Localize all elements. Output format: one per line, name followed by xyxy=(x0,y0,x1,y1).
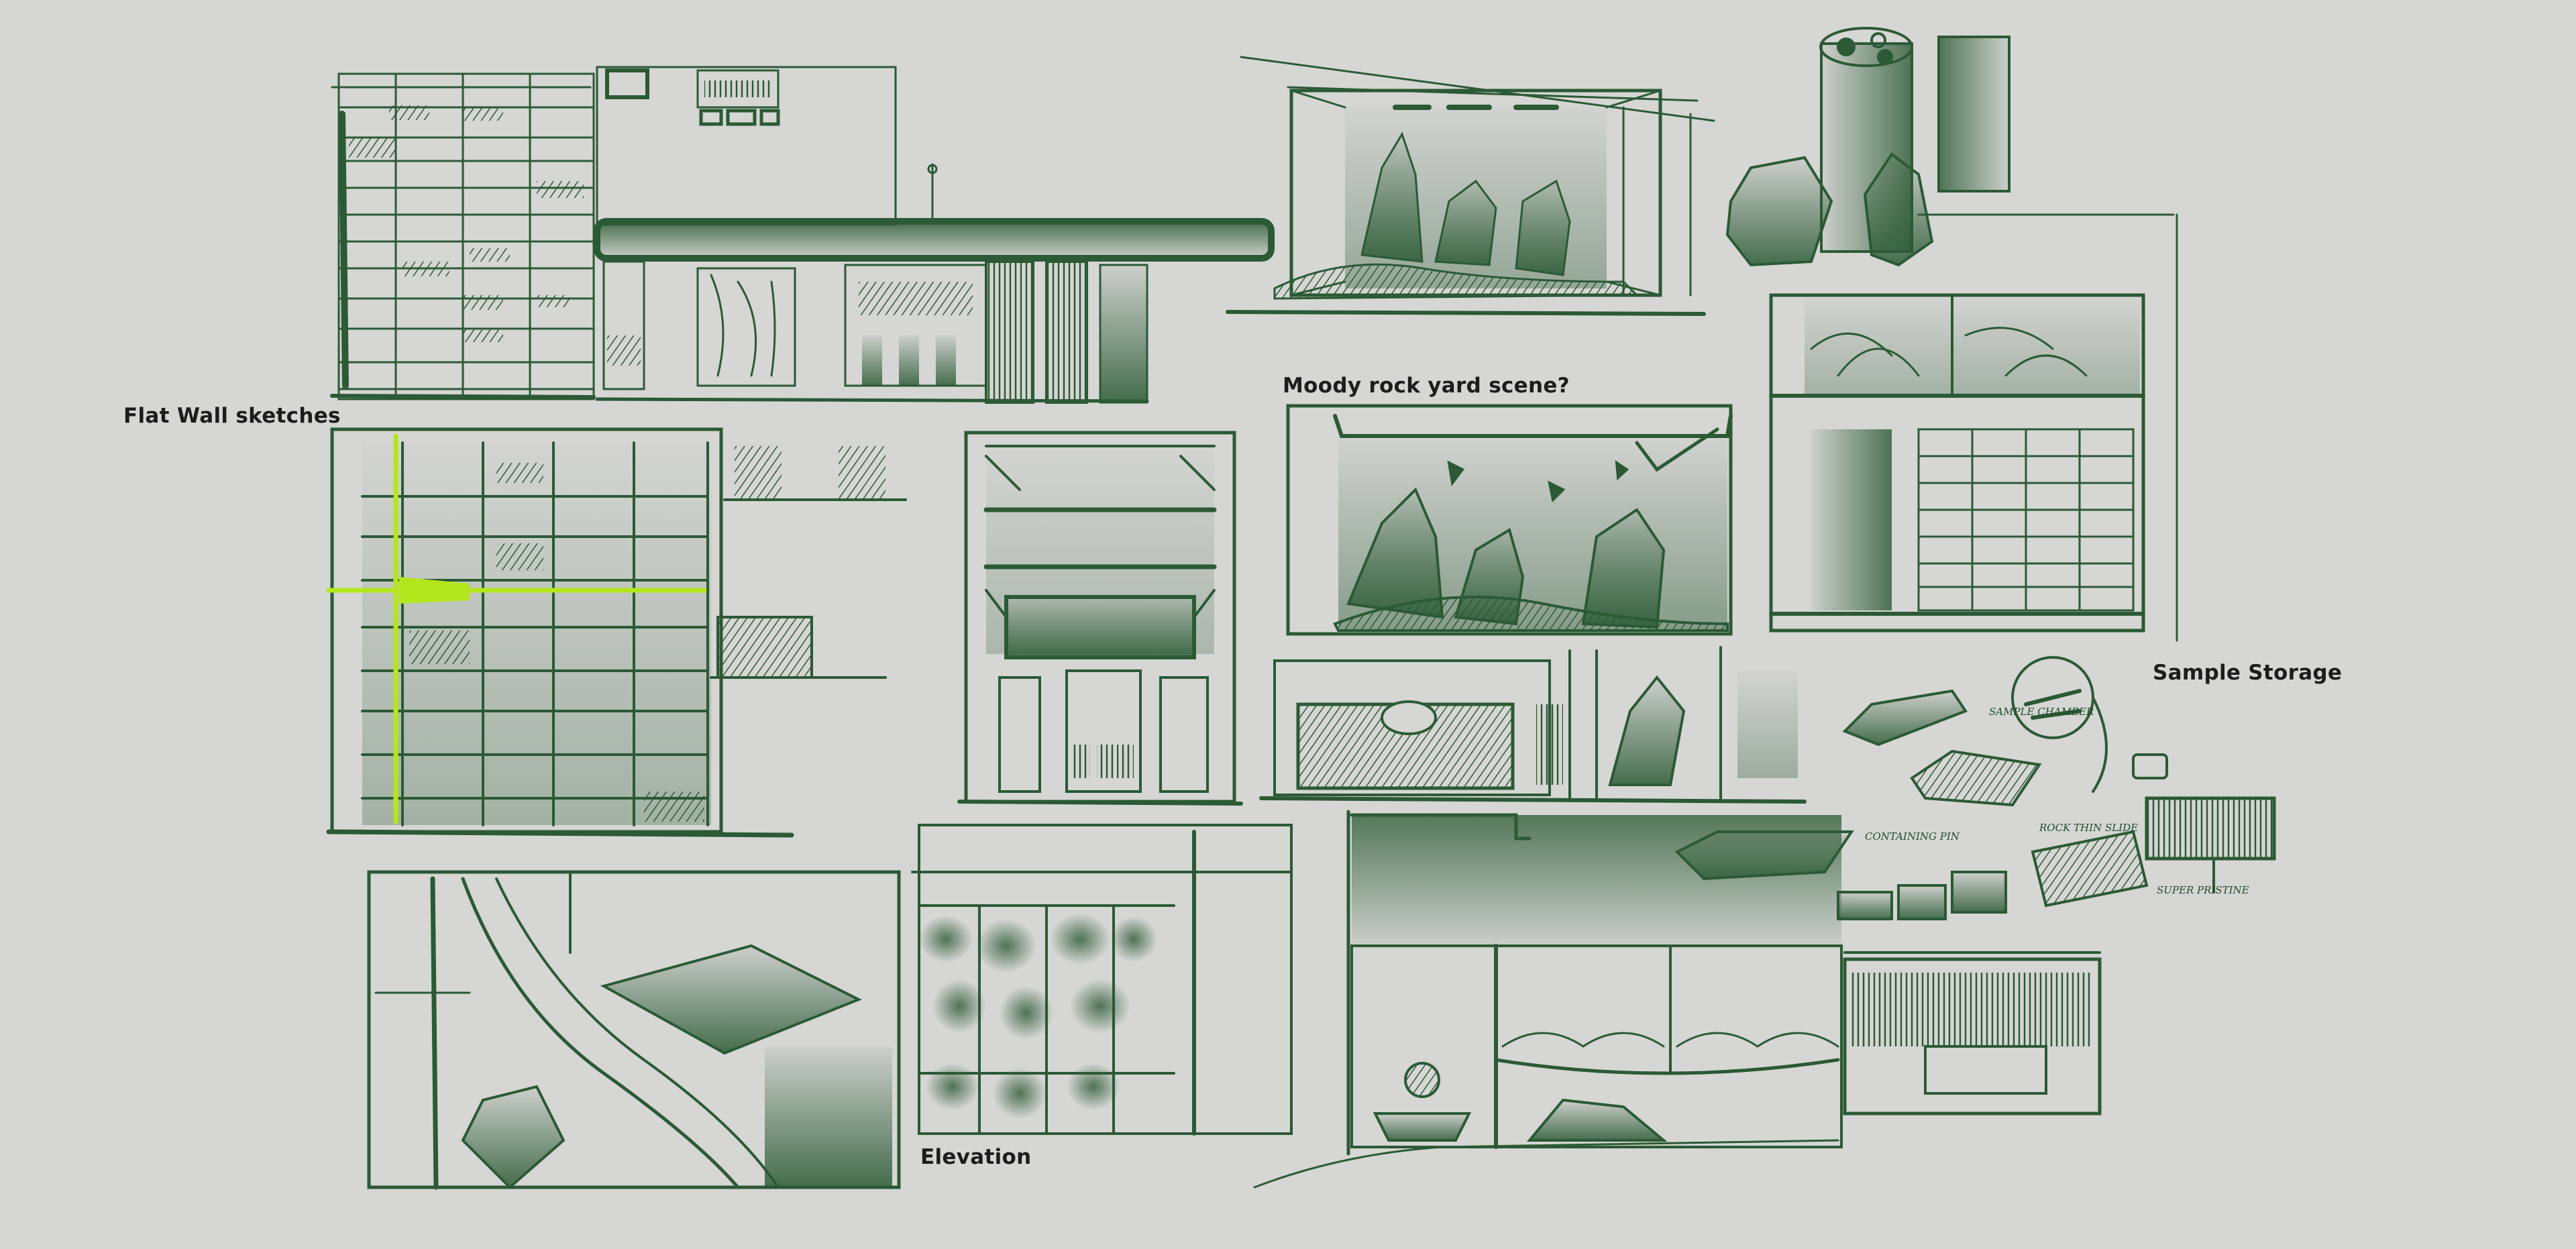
containing-pin-note: CONTAINING PIN xyxy=(1865,830,1960,843)
storage-cabinet-front-sketch xyxy=(957,431,1243,806)
elevation-sketch xyxy=(911,824,1293,1136)
rock-sample-tank-sketch xyxy=(1725,27,2178,642)
planted-wall-sketch xyxy=(1253,810,2102,1189)
moody-rock-yard-label: Moody rock yard scene? xyxy=(1283,374,1570,398)
flat-wall-shelving-sketch xyxy=(326,427,907,838)
elevation-label: Elevation xyxy=(920,1145,1032,1169)
rock-thin-slide-note: ROCK THIN SLIDE xyxy=(2039,822,2139,834)
flat-wall-elevation-sketch xyxy=(594,66,1275,404)
rock-yard-perspective-sketch xyxy=(1226,56,1715,316)
sample-container-sketches xyxy=(1674,656,2276,920)
perspective-cutaway-sketch xyxy=(367,870,901,1190)
lab-bench-sketch xyxy=(1259,646,1807,804)
flat-wall-sketches-label: Flat Wall sketches xyxy=(123,404,341,428)
moody-rock-yard-scene xyxy=(1286,404,1733,636)
sample-storage-label: Sample Storage xyxy=(2153,661,2343,685)
sample-storage-wall-sketch xyxy=(1769,293,2145,633)
flat-wall-grid-sketch xyxy=(330,72,596,400)
sample-chamber-note: SAMPLE CHAMBER xyxy=(1989,706,2094,718)
super-pristine-note: SUPER PRISTINE xyxy=(2157,884,2249,896)
